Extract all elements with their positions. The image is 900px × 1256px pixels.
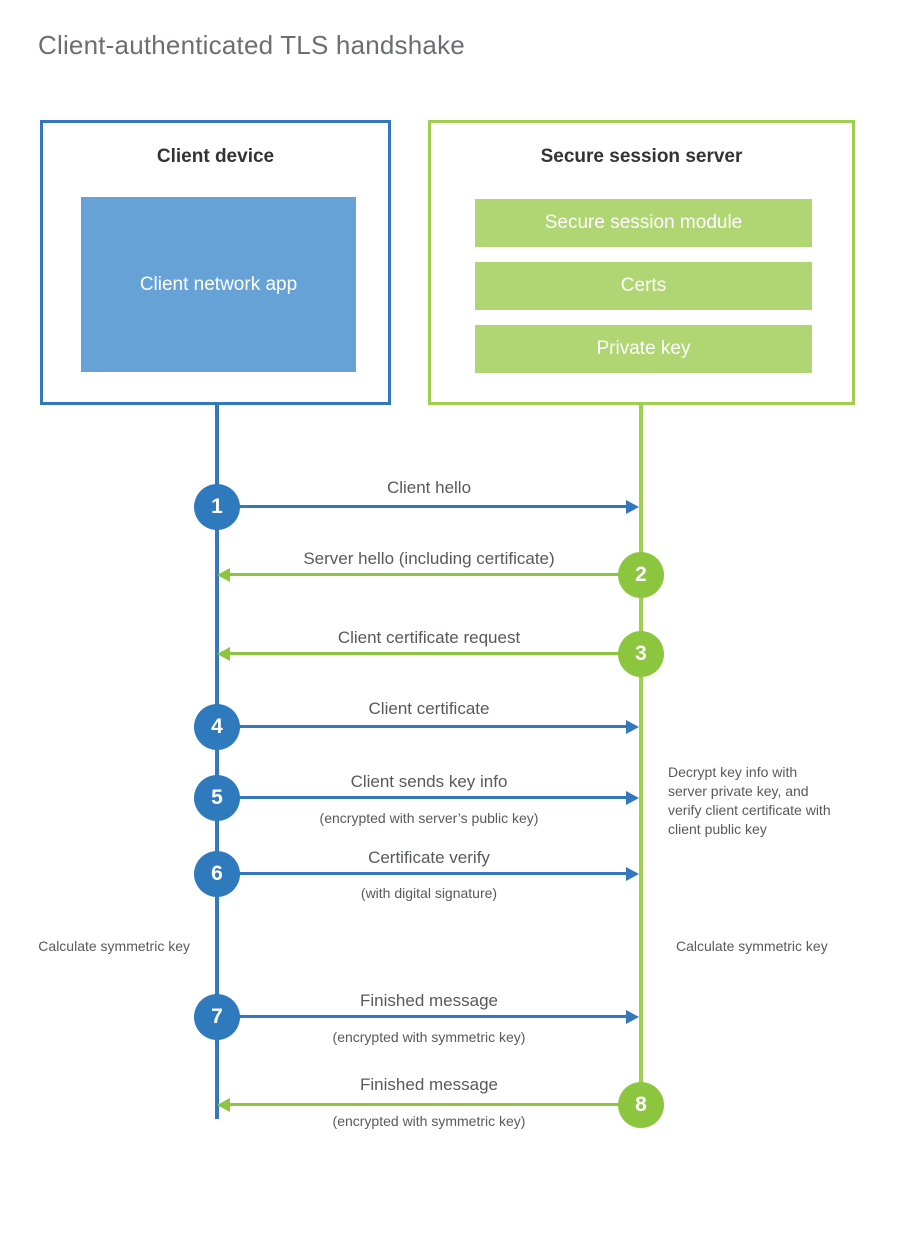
client-calculate-symmetric-key-annotation: Calculate symmetric key: [38, 938, 190, 954]
message-1-arrow-head: [626, 500, 639, 514]
step-circle-1: 1: [194, 484, 240, 530]
message-6-arrow-line: [217, 872, 628, 875]
message-1-label: Client hello: [386, 478, 472, 497]
message-5-label: Client sends key info: [350, 772, 508, 791]
message-5-arrow-head: [626, 791, 639, 805]
message-8-arrow-head: [217, 1098, 230, 1112]
client-device-box: Client device Client network app: [40, 120, 391, 405]
message-6-label: Certificate verify: [368, 848, 490, 867]
page-title: Client-authenticated TLS handshake: [38, 30, 465, 60]
message-2-arrow-line: [230, 573, 641, 576]
message-4-label: Client certificate: [368, 699, 490, 718]
server-lifeline: [639, 403, 643, 1105]
message-5-sublabel: (encrypted with server’s public key): [319, 810, 539, 826]
message-6-sublabel: (with digital signature): [360, 885, 498, 901]
step-circle-5: 5: [194, 775, 240, 821]
server-component-private-key: Private key: [475, 325, 812, 373]
message-2-arrow-head: [217, 568, 230, 582]
step-circle-3: 3: [618, 631, 664, 677]
message-1-arrow-line: [217, 505, 628, 508]
server-component-certs: Certs: [475, 262, 812, 310]
message-8-arrow-line: [230, 1103, 641, 1106]
client-lifeline: [215, 403, 219, 1119]
message-4-arrow-line: [217, 725, 628, 728]
message-3-arrow-line: [230, 652, 641, 655]
step-circle-7: 7: [194, 994, 240, 1040]
client-network-app-block: Client network app: [81, 197, 356, 372]
message-7-arrow-head: [626, 1010, 639, 1024]
server-decrypt-annotation: Decrypt key info with server private key…: [668, 764, 831, 837]
message-7-sublabel: (encrypted with symmetric key): [332, 1029, 526, 1045]
message-5-arrow-line: [217, 796, 628, 799]
secure-session-server-box: Secure session server Secure session mod…: [428, 120, 855, 405]
message-3-label: Client certificate request: [337, 628, 521, 647]
message-8-sublabel: (encrypted with symmetric key): [332, 1113, 526, 1129]
message-3-arrow-head: [217, 647, 230, 661]
server-calculate-symmetric-key-annotation: Calculate symmetric key: [676, 938, 828, 954]
message-6-arrow-head: [626, 867, 639, 881]
step-circle-6: 6: [194, 851, 240, 897]
step-circle-2: 2: [618, 552, 664, 598]
step-circle-4: 4: [194, 704, 240, 750]
secure-session-server-title: Secure session server: [540, 146, 743, 167]
step-circle-8: 8: [618, 1082, 664, 1128]
message-7-arrow-line: [217, 1015, 628, 1018]
message-7-label: Finished message: [360, 991, 498, 1010]
message-2-label: Server hello (including certificate): [303, 549, 555, 568]
server-component-secure-session-module: Secure session module: [475, 199, 812, 247]
client-device-title: Client device: [156, 146, 275, 167]
message-4-arrow-head: [626, 720, 639, 734]
message-8-label: Finished message: [360, 1075, 498, 1094]
